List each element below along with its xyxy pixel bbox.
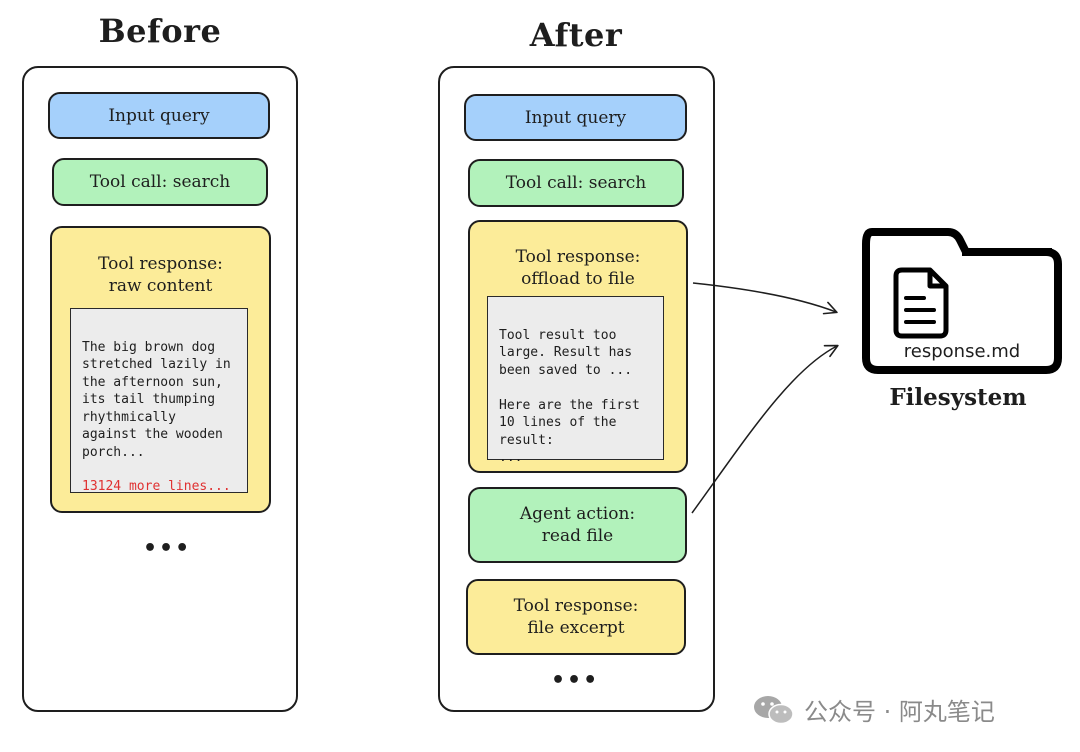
before-heading: Before bbox=[98, 12, 222, 50]
after-ellipsis: ••• bbox=[551, 668, 600, 693]
wechat-icon bbox=[754, 695, 794, 724]
before-input-query-label: Input query bbox=[108, 105, 210, 126]
after-heading: After bbox=[529, 16, 623, 54]
after-file-excerpt-label: Tool response: file excerpt bbox=[513, 596, 639, 638]
after-file-excerpt-box: Tool response: file excerpt bbox=[466, 579, 686, 655]
before-raw-content-text: The big brown dog stretched lazily in th… bbox=[82, 339, 231, 460]
before-tool-call-label: Tool call: search bbox=[89, 172, 231, 192]
after-agent-action-box: Agent action: read file bbox=[468, 487, 687, 563]
after-input-query-box: Input query bbox=[464, 94, 687, 141]
watermark: 公众号 · 阿丸笔记 bbox=[752, 692, 995, 727]
document-icon bbox=[893, 267, 949, 339]
after-input-query-label: Input query bbox=[524, 107, 627, 128]
watermark-text: 公众号 · 阿丸笔记 bbox=[804, 698, 995, 726]
filesystem-label: Filesystem bbox=[889, 384, 1027, 411]
file-name-label: response.md bbox=[903, 341, 1021, 362]
before-ellipsis: ••• bbox=[143, 536, 192, 561]
after-offload-content-text: Tool result too large. Result has been s… bbox=[499, 327, 640, 466]
before-tool-call-box: Tool call: search bbox=[52, 158, 268, 206]
after-offload-content-panel: Tool result too large. Result has been s… bbox=[487, 296, 664, 465]
before-raw-content-panel: The big brown dog stretched lazily in th… bbox=[70, 308, 248, 494]
before-more-lines-text: 13124 more lines... bbox=[82, 479, 231, 494]
after-tool-response-title: Tool response: offload to file bbox=[515, 247, 641, 289]
after-tool-call-box: Tool call: search bbox=[468, 159, 684, 207]
after-agent-action-label: Agent action: read file bbox=[519, 504, 636, 546]
before-tool-response-title: Tool response: raw content bbox=[98, 254, 223, 296]
after-tool-call-label: Tool call: search bbox=[505, 173, 647, 193]
before-input-query-box: Input query bbox=[48, 92, 270, 139]
